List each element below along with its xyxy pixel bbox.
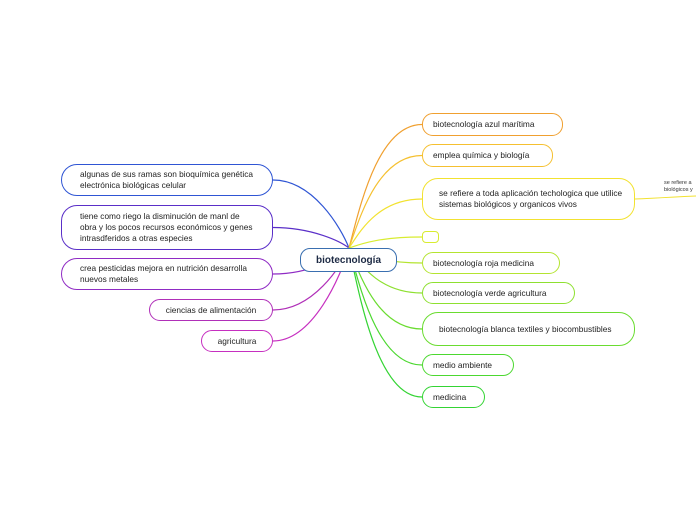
branch-medio-ambiente[interactable]: medio ambiente [422,354,514,376]
branch-label: emplea química y biología [433,150,530,160]
branch-label: tiene como riego la disminución de manl … [80,211,253,243]
central-topic[interactable]: biotecnología [300,248,397,272]
branch-biotecnologia-azul[interactable]: biotecnología azul marítima [422,113,563,136]
clipped-subtopic-text: se refiere a biológicos y [664,180,693,193]
branch-label: medicina [433,391,467,402]
branch-aplicacion-tecnologica[interactable]: se refiere a toda aplicación techologica… [422,178,635,220]
branch-label: ciencias de alimentación [165,304,257,315]
branch-agricultura[interactable]: agricultura [201,330,273,352]
branch-label: biotecnología blanca textiles y biocombu… [439,323,612,334]
branch-label: biotecnología azul marítima [433,119,535,129]
connector-right-2 [348,198,423,249]
branch-pesticidas[interactable]: crea pesticidas mejora en nutrición desa… [61,258,273,290]
branch-label: se refiere a toda aplicación techologica… [439,188,623,209]
connector-subtopic [634,195,696,200]
connector-left-0 [272,179,350,249]
branch-quimica-biologia[interactable]: emplea química y biología [422,144,553,167]
branch-ramas[interactable]: algunas de sus ramas son bioquímica gené… [61,164,273,196]
branch-biotecnologia-roja[interactable]: biotecnología roja medicina [422,252,560,274]
branch-label: biotecnología verde agricultura [433,287,547,298]
branch-medicina[interactable]: medicina [422,386,485,408]
branch-label: agricultura [217,335,257,346]
connector-right-3 [348,236,423,249]
branch-label: medio ambiente [433,359,493,370]
branch-label: algunas de sus ramas son bioquímica gené… [80,169,253,190]
branch-riesgos[interactable]: tiene como riego la disminución de manl … [61,205,273,250]
connector-right-1 [348,154,423,249]
branch-label: crea pesticidas mejora en nutrición desa… [80,263,247,284]
connector-right-0 [348,123,423,249]
branch-ciencias-alimentacion[interactable]: ciencias de alimentación [149,299,273,321]
branch-empty[interactable] [422,231,439,243]
branch-label: biotecnología roja medicina [433,257,535,268]
branch-biotecnologia-verde[interactable]: biotecnología verde agricultura [422,282,575,304]
branch-biotecnologia-blanca[interactable]: biotecnología blanca textiles y biocombu… [422,312,635,346]
connector-left-1 [272,226,350,249]
